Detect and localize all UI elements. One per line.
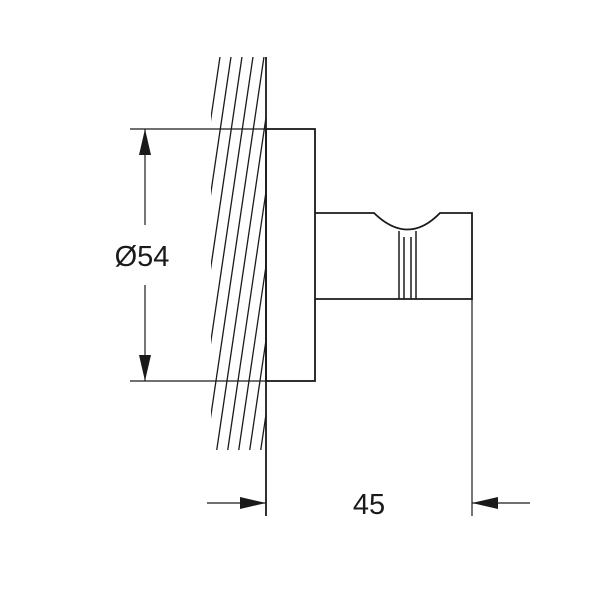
hatch-line bbox=[425, 50, 485, 455]
wall-rosette bbox=[265, 128, 316, 382]
hatch-line bbox=[502, 50, 562, 455]
hatch-line bbox=[249, 335, 266, 450]
hatch-line bbox=[211, 57, 243, 271]
diameter-label: Ø54 bbox=[115, 241, 170, 273]
hatch-line bbox=[403, 50, 463, 455]
hatch-line bbox=[211, 57, 232, 197]
hatch-line bbox=[216, 113, 266, 450]
hatch-line bbox=[546, 50, 600, 455]
hatch-line bbox=[491, 50, 551, 455]
hatch-line bbox=[579, 50, 600, 455]
arrowhead-up-icon bbox=[139, 129, 151, 155]
diameter-dimension: Ø54 bbox=[115, 128, 266, 382]
hatch-line bbox=[414, 50, 474, 455]
hatch-line bbox=[513, 50, 573, 455]
hook-body bbox=[315, 212, 473, 300]
wall-hatching bbox=[211, 50, 600, 455]
arrowhead-left-icon bbox=[472, 497, 498, 509]
hatch-line bbox=[211, 57, 221, 122]
hatch-line bbox=[304, 50, 364, 455]
hatch-line bbox=[458, 50, 518, 455]
hatch-line bbox=[326, 50, 386, 455]
hatch-line bbox=[211, 57, 254, 345]
hatch-line bbox=[238, 261, 266, 450]
hatch-line bbox=[227, 187, 266, 450]
hatch-line bbox=[282, 50, 342, 455]
hatch-line bbox=[469, 50, 529, 455]
arrowhead-right-icon bbox=[240, 497, 266, 509]
hatch-line bbox=[557, 50, 600, 455]
hatch-line bbox=[260, 410, 266, 450]
depth-dimension: 45 bbox=[207, 299, 530, 521]
hatch-line bbox=[524, 50, 584, 455]
hatch-line bbox=[392, 50, 452, 455]
hatch-line bbox=[271, 50, 331, 455]
hook-ring bbox=[398, 231, 417, 299]
hatch-line bbox=[293, 50, 353, 455]
hatch-line bbox=[535, 50, 595, 455]
hatch-line bbox=[359, 50, 419, 455]
hatch-line bbox=[480, 50, 540, 455]
hatch-line bbox=[568, 50, 600, 455]
hatch-line bbox=[337, 50, 397, 455]
hatch-line bbox=[370, 50, 430, 455]
depth-label: 45 bbox=[353, 489, 385, 521]
arrowhead-down-icon bbox=[139, 355, 151, 381]
hatch-line bbox=[447, 50, 507, 455]
hatch-line bbox=[315, 50, 375, 455]
hatch-line bbox=[436, 50, 496, 455]
hatch-line bbox=[211, 57, 265, 419]
